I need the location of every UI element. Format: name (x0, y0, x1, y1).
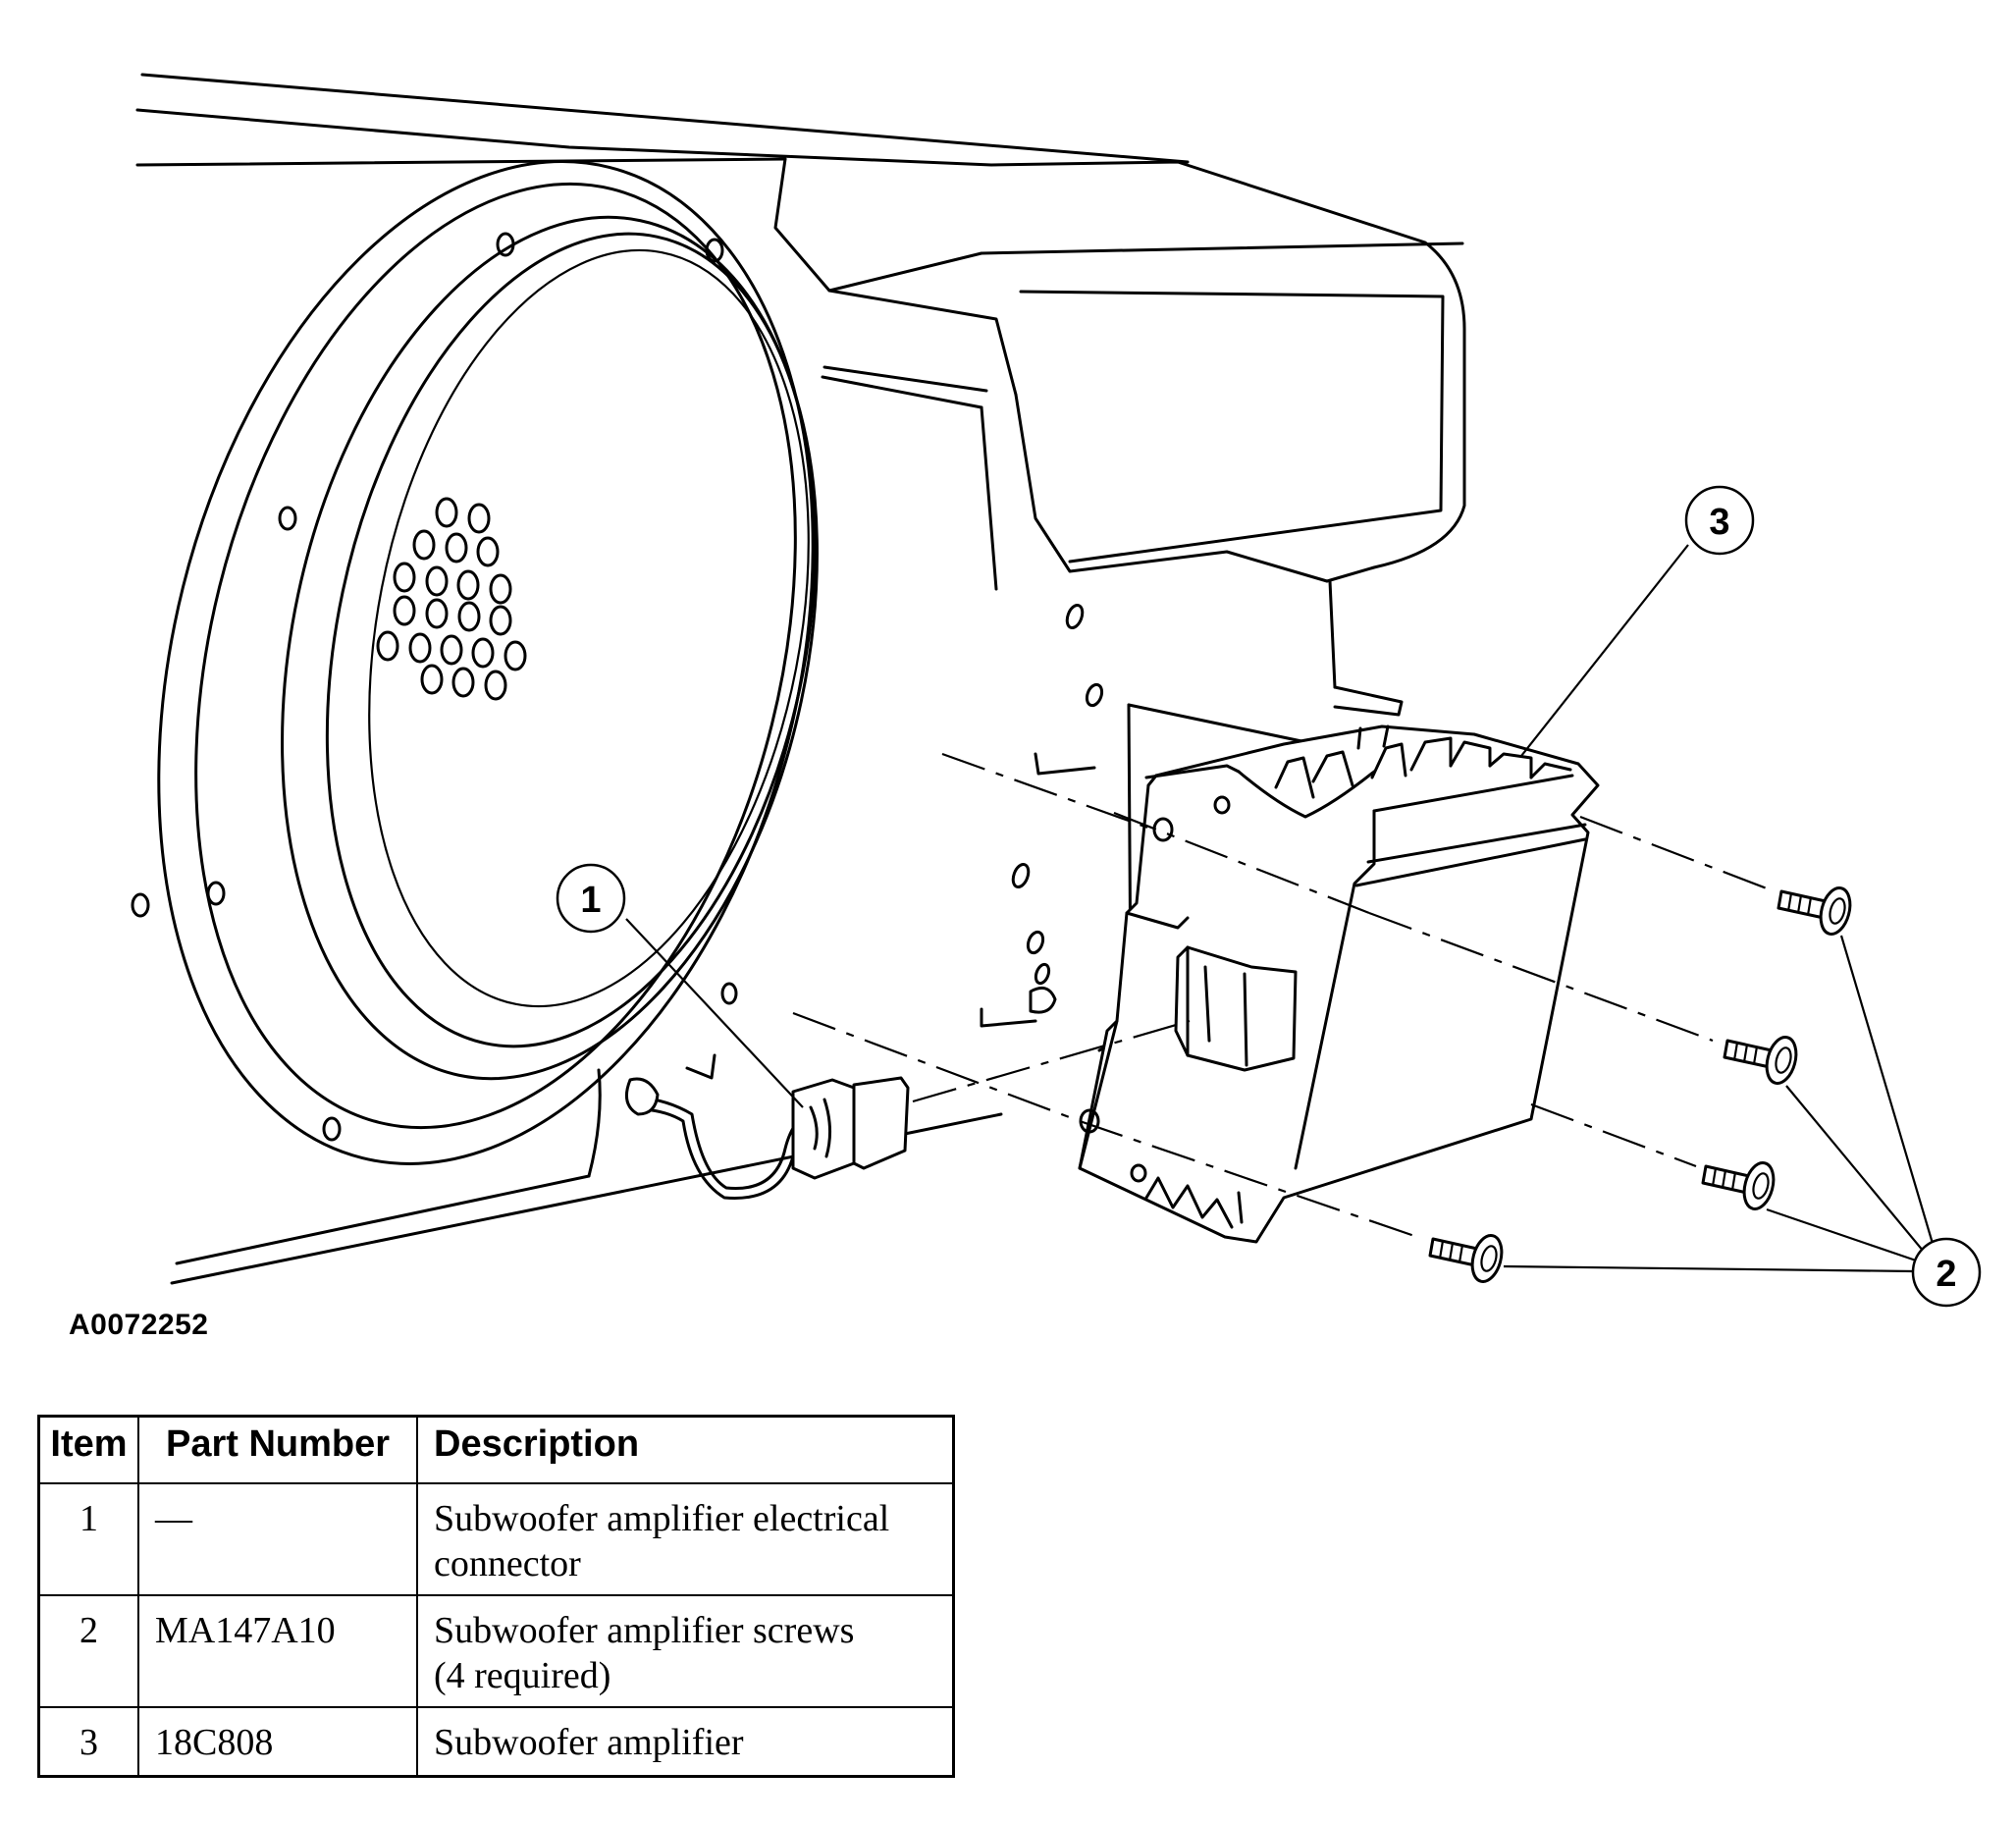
table-row: 1 — Subwoofer amplifier electrical conne… (37, 1482, 955, 1596)
leader-lines (625, 544, 1936, 1273)
cell-description: Subwoofer amplifier (416, 1706, 955, 1778)
cell-description: Subwoofer amplifier electrical connector (416, 1482, 955, 1596)
cell-description: Subwoofer amplifier screws (4 required) (416, 1594, 955, 1708)
speaker-grille-holes (376, 497, 527, 701)
cell-item: 2 (37, 1594, 139, 1708)
cell-part-number: — (137, 1482, 418, 1596)
subwoofer-amplifier (1078, 724, 1600, 1244)
table-row: 3 18C808 Subwoofer amplifier (37, 1706, 955, 1778)
callout-2: 2 (1911, 1237, 1982, 1308)
alignment-lines (792, 752, 1768, 1241)
header-part-number: Part Number (137, 1415, 418, 1484)
screw-2 (1723, 1036, 1798, 1085)
screw-4 (1428, 1234, 1504, 1283)
table-row: 2 MA147A10 Subwoofer amplifier screws (4… (37, 1594, 955, 1708)
screw-3 (1701, 1161, 1776, 1210)
callout-3: 3 (1684, 485, 1755, 556)
description-line: Subwoofer amplifier screws (434, 1610, 855, 1651)
electrical-connector (624, 1076, 910, 1200)
svg-text:2: 2 (1936, 1254, 1956, 1295)
figure-id-label: A0072252 (69, 1309, 209, 1341)
parts-table: Item Part Number Description 1 — Subwoof… (37, 1415, 955, 1778)
description-line: Subwoofer amplifier (434, 1722, 744, 1763)
description-line: connector (434, 1543, 581, 1584)
table-header-row: Item Part Number Description (37, 1415, 955, 1484)
description-line: Subwoofer amplifier electrical (434, 1498, 890, 1539)
mounting-holes (131, 232, 738, 1142)
speaker-assembly (131, 160, 819, 1165)
svg-text:3: 3 (1709, 502, 1729, 543)
amplifier-screws (1428, 886, 1852, 1283)
header-description: Description (416, 1415, 955, 1484)
header-item: Item (37, 1415, 139, 1484)
cell-item: 1 (37, 1482, 139, 1596)
callout-1: 1 (556, 863, 626, 934)
cell-part-number: MA147A10 (137, 1594, 418, 1708)
screw-1 (1777, 886, 1852, 936)
exploded-view-illustration: 1 3 2 (131, 73, 1982, 1308)
cell-item: 3 (37, 1706, 139, 1778)
description-line: (4 required) (434, 1655, 611, 1696)
svg-text:1: 1 (580, 880, 601, 921)
cell-part-number: 18C808 (137, 1706, 418, 1778)
